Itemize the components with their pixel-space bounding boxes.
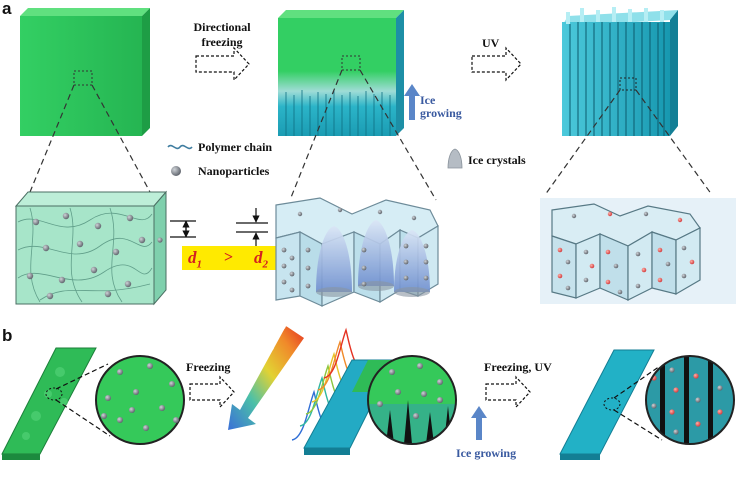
directional-freezing-arrow: [195, 46, 250, 82]
legend-nanoparticles: Nanoparticles: [198, 164, 270, 178]
ice-crystal-icon: [447, 148, 463, 169]
porous-walls-after-uv: [540, 198, 736, 304]
zoom-lines-b1: [55, 363, 111, 437]
porous-pillar-block: [562, 7, 678, 136]
distance-markers: [170, 208, 268, 247]
green-zoom-circle: [95, 355, 185, 445]
wavelength-shift-arrow: [228, 326, 304, 430]
ice-growing-arrow-b: [471, 406, 487, 440]
uv-label: UV: [482, 36, 500, 50]
ice-growing-label-b: Ice growing: [456, 446, 517, 460]
gel-block: [20, 8, 150, 136]
ice-templated-walls: [275, 197, 439, 307]
nanoparticle-icon: [171, 166, 181, 176]
zoom-lines-a: [29, 69, 713, 201]
d1-label: d1: [188, 248, 202, 271]
frozen-film-strip: [559, 349, 655, 460]
d-comparison-highlight: [182, 246, 278, 270]
zoom-lines-b3: [613, 365, 663, 441]
greater-than-label: >: [224, 249, 234, 266]
ice-growing-arrow-a: [404, 84, 420, 120]
green-film-strip: [1, 347, 97, 460]
freezing-zoom-circle: [367, 355, 457, 445]
legend-ice-crystals: Ice crystals: [468, 153, 526, 167]
freezing-arrow-b: [189, 375, 235, 409]
panel-b-label: b: [2, 326, 13, 345]
panel-a-label: a: [2, 0, 12, 18]
uv-arrow: [471, 46, 522, 82]
polymer-chain-icon: [167, 144, 193, 150]
freezing-uv-arrow: [485, 375, 531, 409]
legend-polymer-chain: Polymer chain: [198, 140, 273, 154]
freezing-uv-label: Freezing, UV: [484, 360, 552, 374]
frozen-zoom-circle: [645, 355, 735, 445]
freezing-label-b: Freezing: [186, 360, 231, 374]
d2-label: d2: [254, 248, 268, 271]
gel-network-cube: [14, 190, 168, 306]
